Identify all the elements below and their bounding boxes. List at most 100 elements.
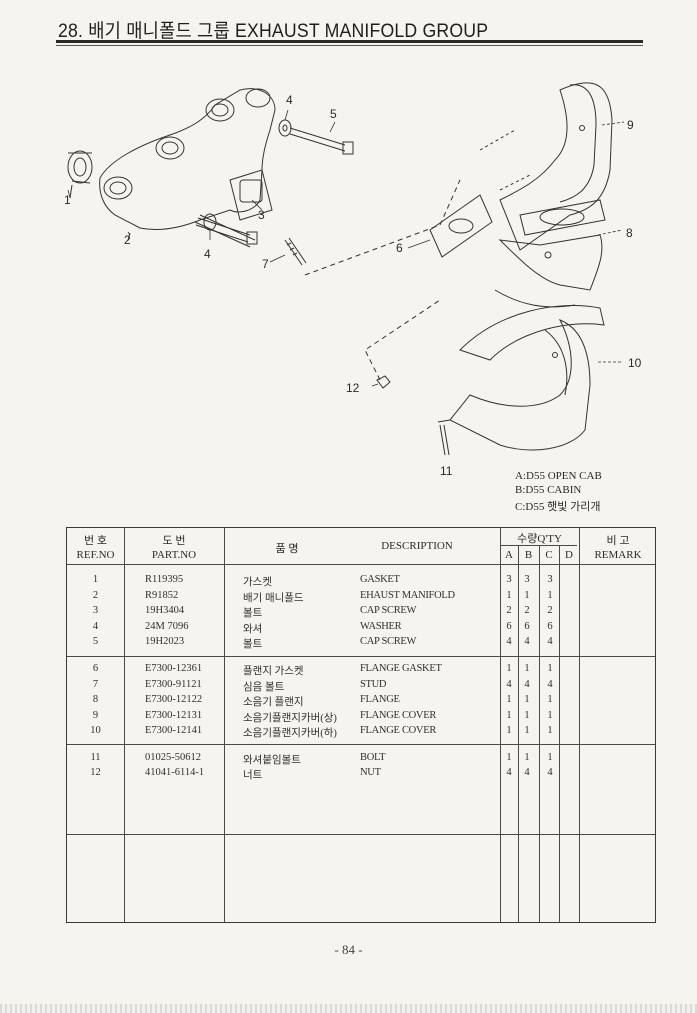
manifold-drawing — [99, 88, 276, 248]
cell-ref: 11 — [90, 752, 101, 763]
cell-part-no: 19H3404 — [145, 605, 185, 616]
title-rule — [56, 40, 643, 43]
cell-qty-b: 1 — [524, 694, 530, 705]
cell-qty-c: 4 — [547, 679, 553, 690]
cell-qty-a: 1 — [506, 725, 512, 736]
cell-name-kor: 소음기플랜지카버(상) — [243, 713, 337, 724]
group-rule — [67, 744, 655, 745]
callout-2: 2 — [124, 233, 131, 247]
cell-ref: 8 — [92, 694, 99, 705]
cell-qty-b: 3 — [524, 574, 530, 585]
header-rule — [67, 564, 655, 565]
cell-name-kor: 볼트 — [243, 608, 263, 619]
cell-name-kor: 볼트 — [243, 639, 263, 650]
flange-cover-lower-drawing — [449, 304, 605, 451]
flange-gasket-drawing — [429, 194, 493, 258]
cell-ref: 7 — [92, 679, 99, 690]
gasket-drawing — [67, 150, 93, 199]
cell-qty-b: 4 — [524, 636, 530, 647]
header-qty-d: D — [565, 549, 573, 561]
cell-qty-a: 4 — [506, 679, 512, 690]
cell-part-no: E7300-12361 — [145, 663, 203, 674]
cell-qty-a: 1 — [506, 590, 512, 601]
callout-6: 6 — [396, 241, 403, 255]
cell-name-kor: 심음 볼트 — [243, 682, 285, 693]
cell-name-kor: 가스켓 — [243, 577, 272, 588]
cell-qty-c: 4 — [547, 767, 553, 778]
header-remark-eng: REMARK — [594, 549, 642, 561]
cell-description: CAP SCREW — [360, 605, 417, 616]
callout-5: 5 — [330, 107, 337, 121]
header-ref-eng: REF.NO — [76, 549, 115, 561]
cell-part-no: 19H2023 — [145, 636, 185, 647]
page-number: - 84 - — [334, 942, 363, 957]
col-divider — [539, 545, 540, 922]
callout-12: 12 — [346, 381, 360, 395]
cell-part-no: 24M 7096 — [145, 621, 189, 632]
cell-qty-b: 6 — [524, 621, 530, 632]
cell-qty-c: 2 — [547, 605, 553, 616]
cell-description: FLANGE COVER — [360, 710, 437, 721]
group-rule — [67, 656, 655, 657]
cell-name-kor: 와셔 — [243, 624, 263, 635]
group-rule — [67, 834, 655, 835]
cell-name-kor: 배기 매니폴드 — [243, 593, 304, 604]
header-qty: 수량Q'TY — [517, 533, 562, 545]
assembly-line — [304, 179, 461, 276]
assembly-line-lower — [364, 299, 441, 381]
col-divider — [518, 545, 519, 922]
col-divider — [224, 528, 225, 922]
legend-a: A:D55 OPEN CAB — [515, 470, 602, 482]
cell-qty-c: 1 — [547, 590, 553, 601]
cell-qty-b: 1 — [524, 710, 530, 721]
flange-cover-upper-drawing — [479, 82, 613, 251]
cell-qty-a: 4 — [506, 767, 512, 778]
cell-part-no: E7300-12141 — [145, 725, 203, 736]
header-qty-b: B — [524, 549, 533, 561]
header-part-eng: PART.NO — [151, 549, 197, 561]
cell-qty-b: 1 — [524, 725, 530, 736]
cell-description: FLANGE — [360, 694, 400, 705]
cell-part-no: 41041-6114-1 — [145, 767, 205, 778]
bolt-drawing — [437, 419, 451, 456]
callout-10: 10 — [628, 356, 642, 370]
diagram-drawing — [67, 82, 625, 456]
cell-ref: 3 — [92, 605, 99, 616]
callout-1: 1 — [64, 193, 71, 207]
legend-c: C:D55 햇빛 가리개 — [515, 501, 601, 513]
cell-qty-a: 1 — [506, 752, 512, 763]
callout-9: 9 — [627, 118, 634, 132]
header-description: DESCRIPTION — [381, 540, 453, 552]
cell-part-no: R91852 — [145, 590, 179, 601]
cell-name-kor: 소음기플랜지카버(하) — [243, 728, 337, 739]
cell-qty-a: 3 — [506, 574, 512, 585]
cell-qty-a: 1 — [506, 710, 512, 721]
cell-qty-a: 1 — [506, 694, 512, 705]
cell-description: EHAUST MANIFOLD — [360, 590, 455, 601]
cell-part-no: E7300-91121 — [145, 679, 202, 690]
flange-drawing — [494, 199, 606, 308]
cell-qty-c: 4 — [547, 636, 553, 647]
cell-part-no: R119395 — [145, 574, 184, 585]
scan-edge — [0, 1004, 697, 1013]
nut-drawing — [376, 375, 391, 389]
col-divider — [559, 545, 560, 922]
header-qty-c: C — [545, 549, 553, 561]
exploded-parts-diagram: 1 2 3 4 4 5 6 7 8 9 10 11 12 A:D55 OPEN … — [0, 50, 697, 520]
page-title: 28. 배기 매니폴드 그룹 EXHAUST MANIFOLD GROUP — [58, 21, 489, 42]
cell-ref: 2 — [92, 590, 99, 601]
header-name-kor: 품 명 — [275, 543, 299, 555]
cell-ref: 1 — [92, 574, 99, 585]
cell-qty-c: 1 — [547, 710, 553, 721]
cell-qty-b: 4 — [524, 767, 530, 778]
cell-qty-c: 3 — [547, 574, 553, 585]
cell-qty-a: 6 — [506, 621, 512, 632]
cell-description: WASHER — [360, 621, 402, 632]
cell-name-kor: 플랜지 가스켓 — [243, 666, 304, 677]
cell-description: GASKET — [360, 574, 400, 585]
cell-part-no: E7300-12122 — [145, 694, 203, 705]
cell-name-kor: 와셔붙임볼트 — [243, 755, 301, 766]
cell-description: BOLT — [360, 752, 386, 763]
cell-qty-b: 2 — [524, 605, 530, 616]
cell-qty-a: 4 — [506, 636, 512, 647]
